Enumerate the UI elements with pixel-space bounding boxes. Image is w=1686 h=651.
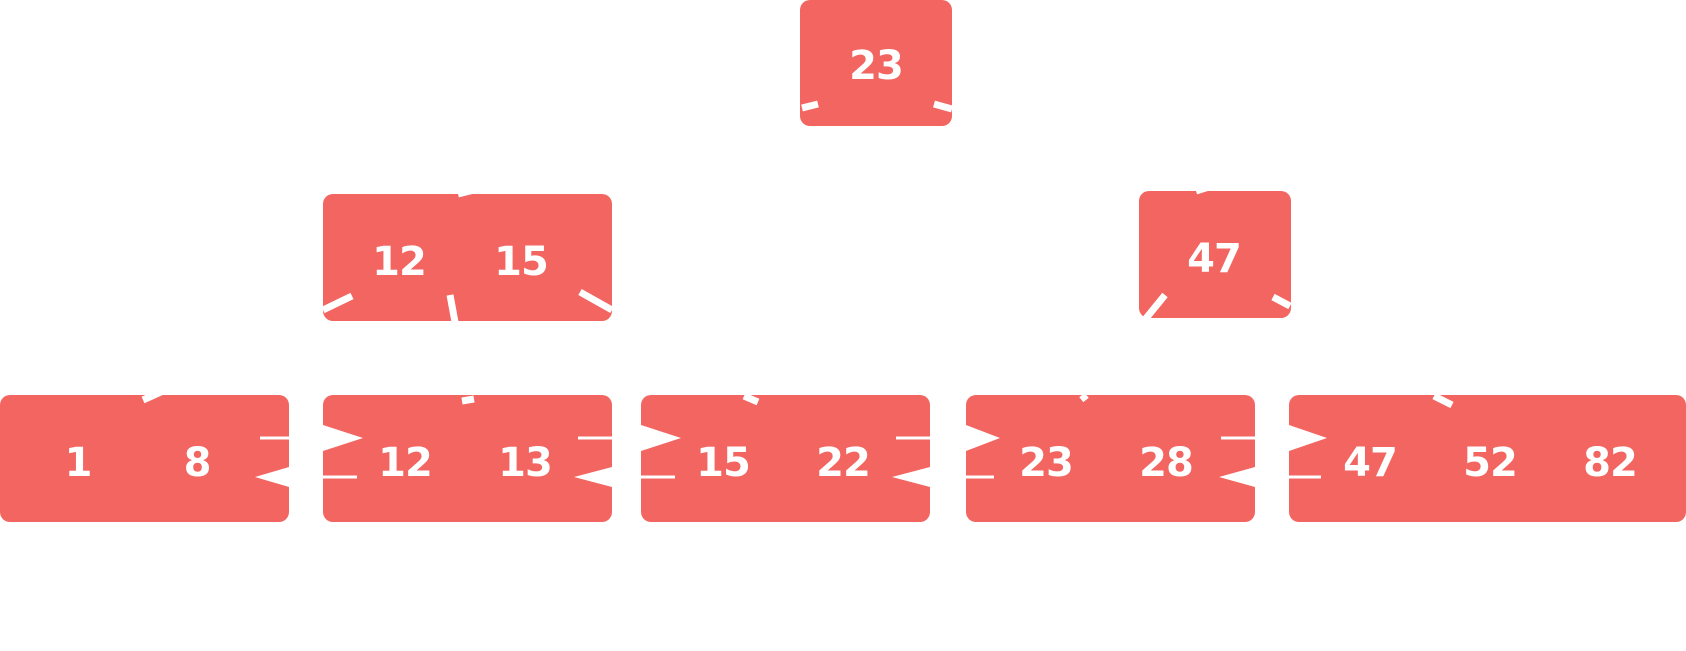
leaf-5-key-2: 52 [1463,440,1518,486]
leaf-3-key-2: 22 [816,440,871,486]
edge-leaf-2-top [461,395,475,405]
leaf-node-3 [641,395,930,522]
leaf-arrowhead-4-bottom [1219,467,1255,487]
edge-leaf-5-top [1432,392,1454,409]
internal-left-key-2: 15 [494,239,549,285]
edge-internal-left-to-leaf-2 [446,294,459,323]
leaf-node-2 [323,395,612,522]
root-key-1: 23 [849,43,904,89]
leaf-arrowhead-2-bottom [574,467,612,487]
leaf-5-key-3: 82 [1583,440,1638,486]
leaf-1-key-2: 8 [183,440,212,486]
edge-leaf-4-top [1079,392,1089,403]
edge-internal-right-to-leaf-4 [1140,292,1168,325]
leaf-arrowhead-3-top [641,425,681,451]
edge-root-to-internal-left [801,100,819,112]
leaf-5-key-1: 47 [1343,440,1398,486]
edge-internal-right-top [1194,182,1214,195]
edge-internal-left-to-leaf-1 [321,292,354,314]
leaf-node-5 [1289,395,1686,522]
leaf-4-key-2: 28 [1139,440,1194,486]
leaf-arrowhead-1-bottom [255,467,289,487]
leaf-2-key-2: 13 [498,440,553,486]
edge-internal-left-top [457,182,491,198]
internal-right-key-1: 47 [1187,236,1242,282]
edge-internal-left-to-leaf-3 [578,288,614,314]
edge-leaf-3-top [742,392,760,406]
internal-node-left [323,194,612,321]
leaf-arrowhead-2-top [323,425,363,451]
leaf-node-4 [966,395,1255,522]
internal-left-key-1: 12 [372,239,427,285]
leaf-node-1 [0,395,289,522]
edge-leaf-1-top [141,387,165,404]
leaf-arrowhead-4-top [966,425,1000,451]
leaf-arrowhead-3-bottom [892,467,930,487]
leaf-4-key-1: 23 [1019,440,1074,486]
leaf-1-key-1: 1 [64,440,93,486]
edge-internal-right-to-leaf-5 [1271,293,1292,310]
root-node [800,0,952,126]
edge-root-to-internal-right [933,100,953,113]
leaf-2-key-1: 12 [378,440,433,486]
leaf-arrowhead-5-top [1289,425,1327,451]
leaf-3-key-1: 15 [696,440,751,486]
